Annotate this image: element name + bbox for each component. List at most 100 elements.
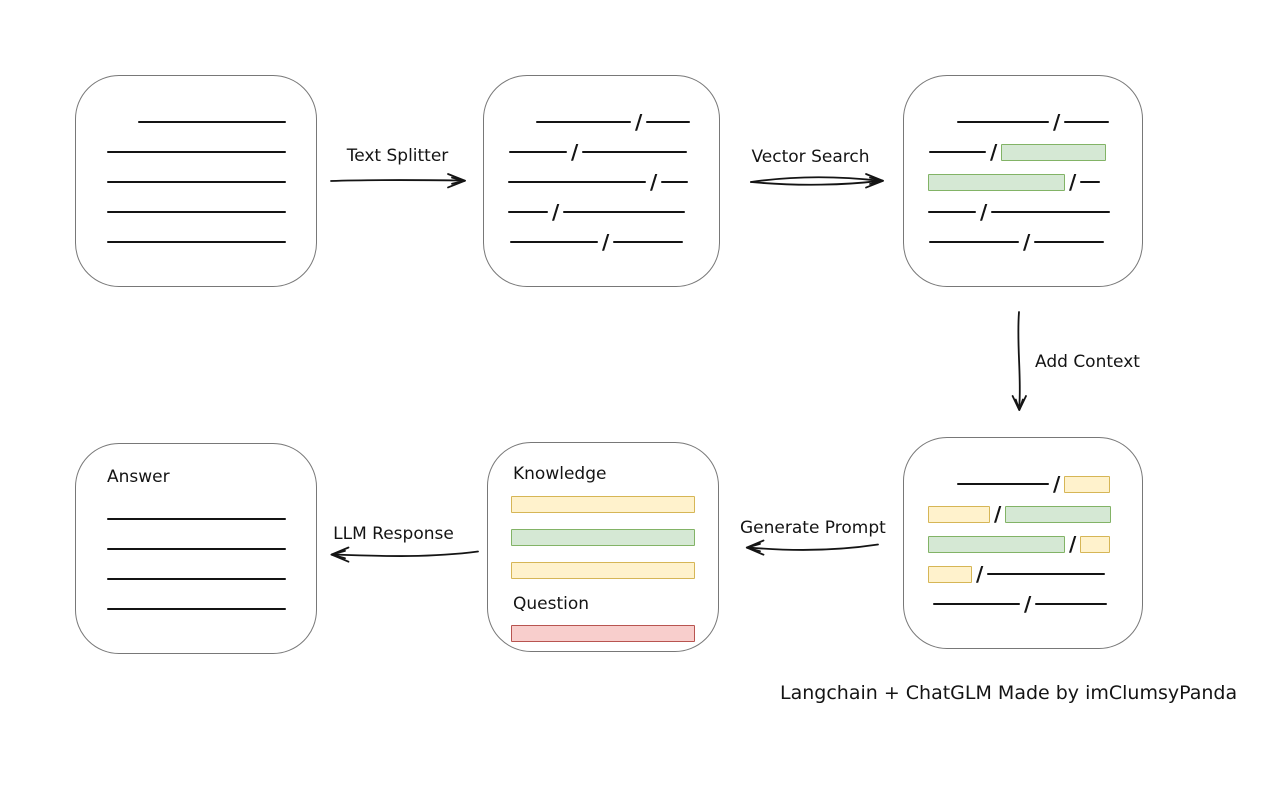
text-line: [933, 603, 1020, 605]
text-line: [957, 483, 1049, 485]
doc-row: /: [484, 137, 719, 167]
gap: [76, 609, 107, 610]
text-line: [929, 241, 1019, 243]
vector-search-label: Vector Search: [751, 147, 870, 167]
add-context-arrow: [1011, 311, 1027, 411]
yellow-highlight-chip: [928, 565, 972, 583]
answer-heading: Answer: [107, 467, 170, 487]
gap: [484, 152, 509, 153]
text-line: [107, 241, 286, 243]
question-bars: [511, 625, 718, 642]
doc-row: [76, 107, 316, 137]
doc-row: /: [484, 227, 719, 257]
slash-separator: /: [602, 230, 610, 254]
document-box: [75, 75, 317, 287]
text-line: [509, 151, 567, 153]
gap: [904, 122, 957, 123]
llm-response-arrow: [330, 546, 479, 563]
text-line: [138, 121, 286, 123]
doc-row: /: [484, 167, 719, 197]
doc-row: /: [904, 197, 1142, 227]
gap: [904, 544, 928, 545]
yellow-highlight-chip: [928, 505, 990, 523]
gap: [904, 242, 929, 243]
doc-row: /: [904, 499, 1142, 529]
red-bar: [511, 625, 695, 642]
gap: [76, 212, 107, 213]
doc-row: [76, 504, 316, 534]
slash-separator: /: [990, 140, 998, 164]
text-line: [1035, 603, 1108, 605]
text-line: [508, 181, 646, 183]
text-line: [1080, 181, 1101, 183]
gap: [76, 549, 107, 550]
vector-search-arrow: [750, 173, 884, 189]
gap: [484, 212, 508, 213]
slash-separator: /: [1069, 170, 1077, 194]
answer-lines: [76, 504, 316, 624]
slash-separator: /: [1053, 472, 1061, 496]
gap: [904, 604, 933, 605]
knowledge-bars: [511, 496, 718, 579]
doc-row: [76, 534, 316, 564]
text-line: [582, 151, 688, 153]
gap: [484, 242, 510, 243]
gap: [484, 122, 536, 123]
slash-separator: /: [976, 562, 984, 586]
generate-prompt-arrow: [745, 539, 879, 556]
split-chunks-box: /////: [483, 75, 720, 287]
gap: [76, 182, 107, 183]
text-line: [107, 518, 286, 520]
text-line: [510, 241, 598, 243]
slash-separator: /: [994, 502, 1002, 526]
doc-row: /: [904, 559, 1142, 589]
doc-row: /: [904, 469, 1142, 499]
text-line: [613, 241, 684, 243]
gap: [904, 484, 957, 485]
question-heading: Question: [513, 594, 590, 614]
gap: [76, 579, 107, 580]
text-line: [928, 211, 976, 213]
gap: [904, 514, 928, 515]
text-line: [957, 121, 1049, 123]
doc-row: [76, 197, 316, 227]
slash-separator: /: [1069, 532, 1077, 556]
answer-box-content: Answer: [76, 444, 316, 624]
doc-row: /: [904, 529, 1142, 559]
knowledge-heading: Knowledge: [513, 464, 607, 484]
doc-row: /: [904, 227, 1142, 257]
doc-row: [76, 227, 316, 257]
doc-row: /: [904, 107, 1142, 137]
doc-row: /: [904, 137, 1142, 167]
gap: [904, 152, 929, 153]
text-splitter-label: Text Splitter: [346, 146, 449, 166]
gap: [484, 182, 508, 183]
green-highlight-chip: [928, 173, 1065, 191]
text-line: [107, 548, 286, 550]
text-line: [661, 181, 689, 183]
text-line: [107, 578, 286, 580]
slash-separator: /: [650, 170, 658, 194]
doc-row: [76, 594, 316, 624]
slash-separator: /: [1024, 592, 1032, 616]
llm-response-label: LLM Response: [333, 524, 454, 544]
answer-box: Answer: [75, 443, 317, 654]
gap: [904, 212, 928, 213]
doc-row: [76, 137, 316, 167]
green-highlight-chip: [1005, 505, 1112, 523]
text-line: [536, 121, 631, 123]
text-line: [508, 211, 548, 213]
prompt-box-content: Knowledge Question: [488, 443, 718, 642]
text-splitter-arrow: [330, 173, 466, 189]
text-line: [107, 608, 286, 610]
generate-prompt-label: Generate Prompt: [740, 518, 886, 538]
prompt-box: Knowledge Question: [487, 442, 719, 652]
text-line: [563, 211, 686, 213]
slash-separator: /: [635, 110, 643, 134]
yellow-bar: [511, 562, 695, 579]
green-highlight-chip: [928, 535, 1065, 553]
gap: [76, 519, 107, 520]
diagram-caption: Langchain + ChatGLM Made by imClumsyPand…: [780, 682, 1238, 704]
doc-row: /: [904, 589, 1142, 619]
